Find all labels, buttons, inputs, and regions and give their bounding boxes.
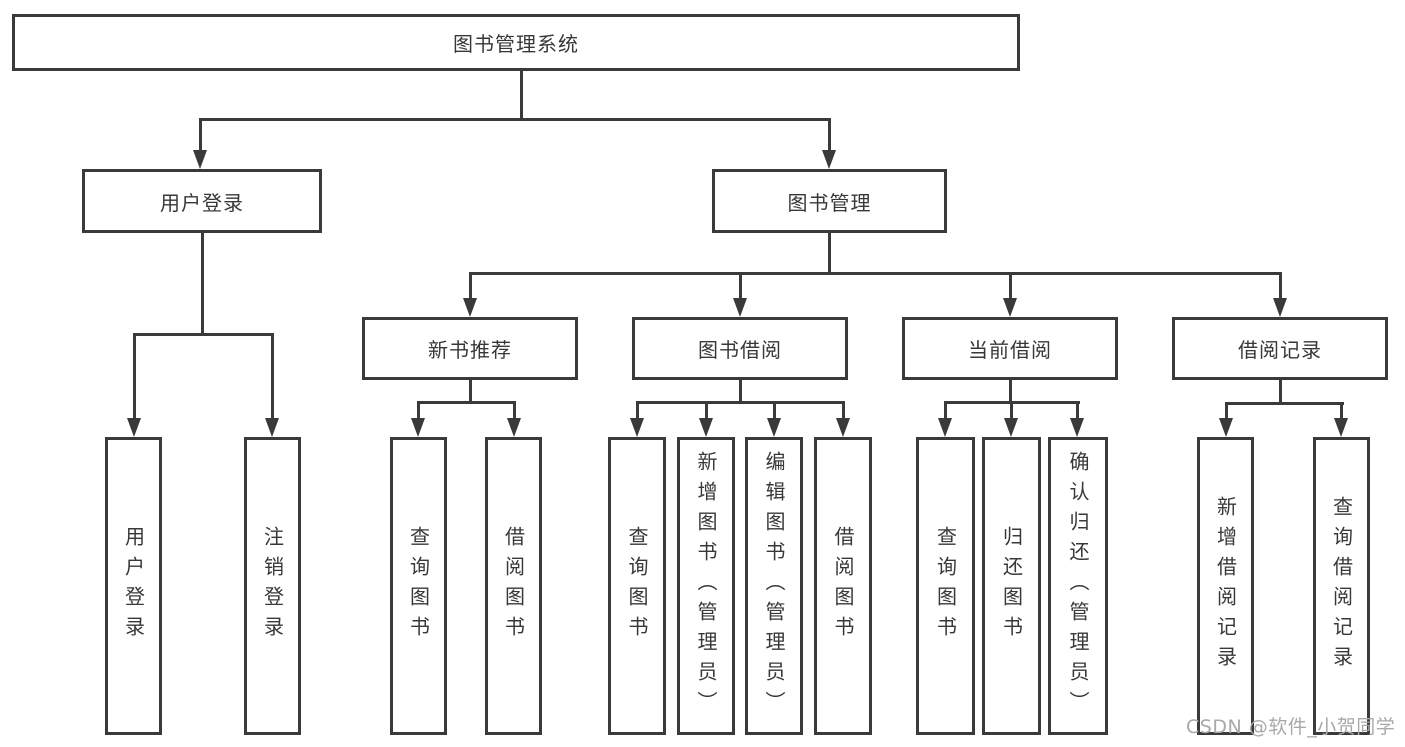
node-book-management-label: 图书管理 <box>787 190 872 215</box>
node-leaf-logout: 注销登录 <box>244 437 301 735</box>
node-leaf-return-book: 归还图书 <box>982 437 1041 735</box>
connector-drop <box>513 401 516 420</box>
connector-level1-split <box>199 118 831 121</box>
node-current-borrow: 当前借阅 <box>902 317 1118 380</box>
node-current-borrow-label: 当前借阅 <box>968 338 1052 362</box>
leaf-label: 借阅图书 <box>501 526 526 646</box>
connector-drop <box>1340 402 1343 420</box>
leaf-label: 查询图书 <box>625 526 649 646</box>
node-borrow-record-label: 借阅记录 <box>1238 338 1322 362</box>
connector-login-split <box>133 333 274 336</box>
arrowhead-down-icon <box>699 418 713 437</box>
arrowhead-down-icon <box>1004 418 1018 437</box>
connector-drop-login-leaf2 <box>271 333 274 420</box>
arrowhead-down-icon <box>822 150 836 169</box>
connector-drop-login <box>199 118 202 152</box>
leaf-label: 新增图书（管理员） <box>694 451 718 721</box>
arrowhead-down-icon <box>193 150 207 169</box>
node-leaf-query-book-3: 查询图书 <box>916 437 975 735</box>
connector-drop <box>842 401 845 420</box>
arrowhead-down-icon <box>630 418 644 437</box>
node-new-book-recommend: 新书推荐 <box>362 317 578 380</box>
node-leaf-add-borrow-record: 新增借阅记录 <box>1197 437 1254 735</box>
connector-drop <box>417 401 420 420</box>
arrowhead-down-icon <box>1273 298 1287 317</box>
connector-drop <box>1076 401 1079 420</box>
connector-drop <box>944 401 947 420</box>
node-root-label: 图书管理系统 <box>453 32 579 56</box>
leaf-label: 查询图书 <box>406 526 431 646</box>
leaf-label: 新增借阅记录 <box>1213 496 1238 676</box>
arrowhead-down-icon <box>507 418 521 437</box>
connector-drop <box>773 401 776 420</box>
connector-drop-record <box>1279 272 1282 300</box>
leaf-label: 确认归还（管理员） <box>1066 451 1090 721</box>
connector-root-stem <box>520 70 523 121</box>
node-leaf-edit-book-admin: 编辑图书（管理员） <box>745 437 803 735</box>
node-leaf-borrow-book-1: 借阅图书 <box>485 437 542 735</box>
node-user-login: 用户登录 <box>82 169 322 233</box>
arrowhead-down-icon <box>1003 298 1017 317</box>
arrowhead-down-icon <box>1070 418 1084 437</box>
connector-record-stem <box>1279 380 1282 405</box>
arrowhead-down-icon <box>733 298 747 317</box>
node-book-borrow-label: 图书借阅 <box>698 338 782 362</box>
leaf-label: 编辑图书（管理员） <box>762 451 786 721</box>
connector-borrow-split <box>636 401 845 404</box>
node-leaf-query-borrow-record: 查询借阅记录 <box>1313 437 1370 735</box>
connector-current-stem <box>1009 380 1012 404</box>
leaf-label: 注销登录 <box>260 526 285 646</box>
arrowhead-down-icon <box>938 418 952 437</box>
connector-recommend-split <box>417 401 516 404</box>
node-new-book-recommend-label: 新书推荐 <box>428 338 512 362</box>
node-borrow-record: 借阅记录 <box>1172 317 1388 380</box>
node-root: 图书管理系统 <box>12 14 1020 71</box>
node-leaf-confirm-return-admin: 确认归还（管理员） <box>1048 437 1108 735</box>
leaf-label: 查询图书 <box>933 526 958 646</box>
connector-borrow-stem <box>739 380 742 404</box>
connector-drop <box>1010 401 1013 420</box>
leaf-label: 用户登录 <box>121 526 146 646</box>
arrowhead-down-icon <box>1219 418 1233 437</box>
connector-drop-current <box>1009 272 1012 300</box>
connector-record-split <box>1225 402 1344 405</box>
leaf-label: 借阅图书 <box>831 526 855 646</box>
node-leaf-borrow-book-2: 借阅图书 <box>814 437 872 735</box>
node-book-borrow: 图书借阅 <box>632 317 848 380</box>
connector-drop-management <box>828 118 831 152</box>
arrowhead-down-icon <box>836 418 850 437</box>
csdn-watermark: CSDN @软件_小贺同学 <box>1186 716 1396 738</box>
connector-management-stem <box>828 233 831 275</box>
leaf-label: 查询借阅记录 <box>1329 496 1354 676</box>
connector-drop-borrow <box>739 272 742 300</box>
node-leaf-query-book-1: 查询图书 <box>390 437 447 735</box>
connector-drop <box>636 401 639 420</box>
node-leaf-query-book-2: 查询图书 <box>608 437 666 735</box>
arrowhead-down-icon <box>411 418 425 437</box>
connector-drop-login-leaf1 <box>133 333 136 420</box>
arrowhead-down-icon <box>767 418 781 437</box>
connector-drop <box>1225 402 1228 420</box>
node-book-management: 图书管理 <box>712 169 947 233</box>
connector-recommend-stem <box>469 380 472 404</box>
connector-drop <box>705 401 708 420</box>
connector-login-stem <box>201 233 204 336</box>
connector-level3-split <box>469 272 1282 275</box>
arrowhead-down-icon <box>1334 418 1348 437</box>
connector-drop-recommend <box>469 272 472 300</box>
node-leaf-user-login: 用户登录 <box>105 437 162 735</box>
node-user-login-label: 用户登录 <box>160 190 244 215</box>
arrowhead-down-icon <box>127 418 141 437</box>
arrowhead-down-icon <box>265 418 279 437</box>
node-leaf-add-book-admin: 新增图书（管理员） <box>677 437 735 735</box>
leaf-label: 归还图书 <box>999 526 1024 646</box>
arrowhead-down-icon <box>463 298 477 317</box>
